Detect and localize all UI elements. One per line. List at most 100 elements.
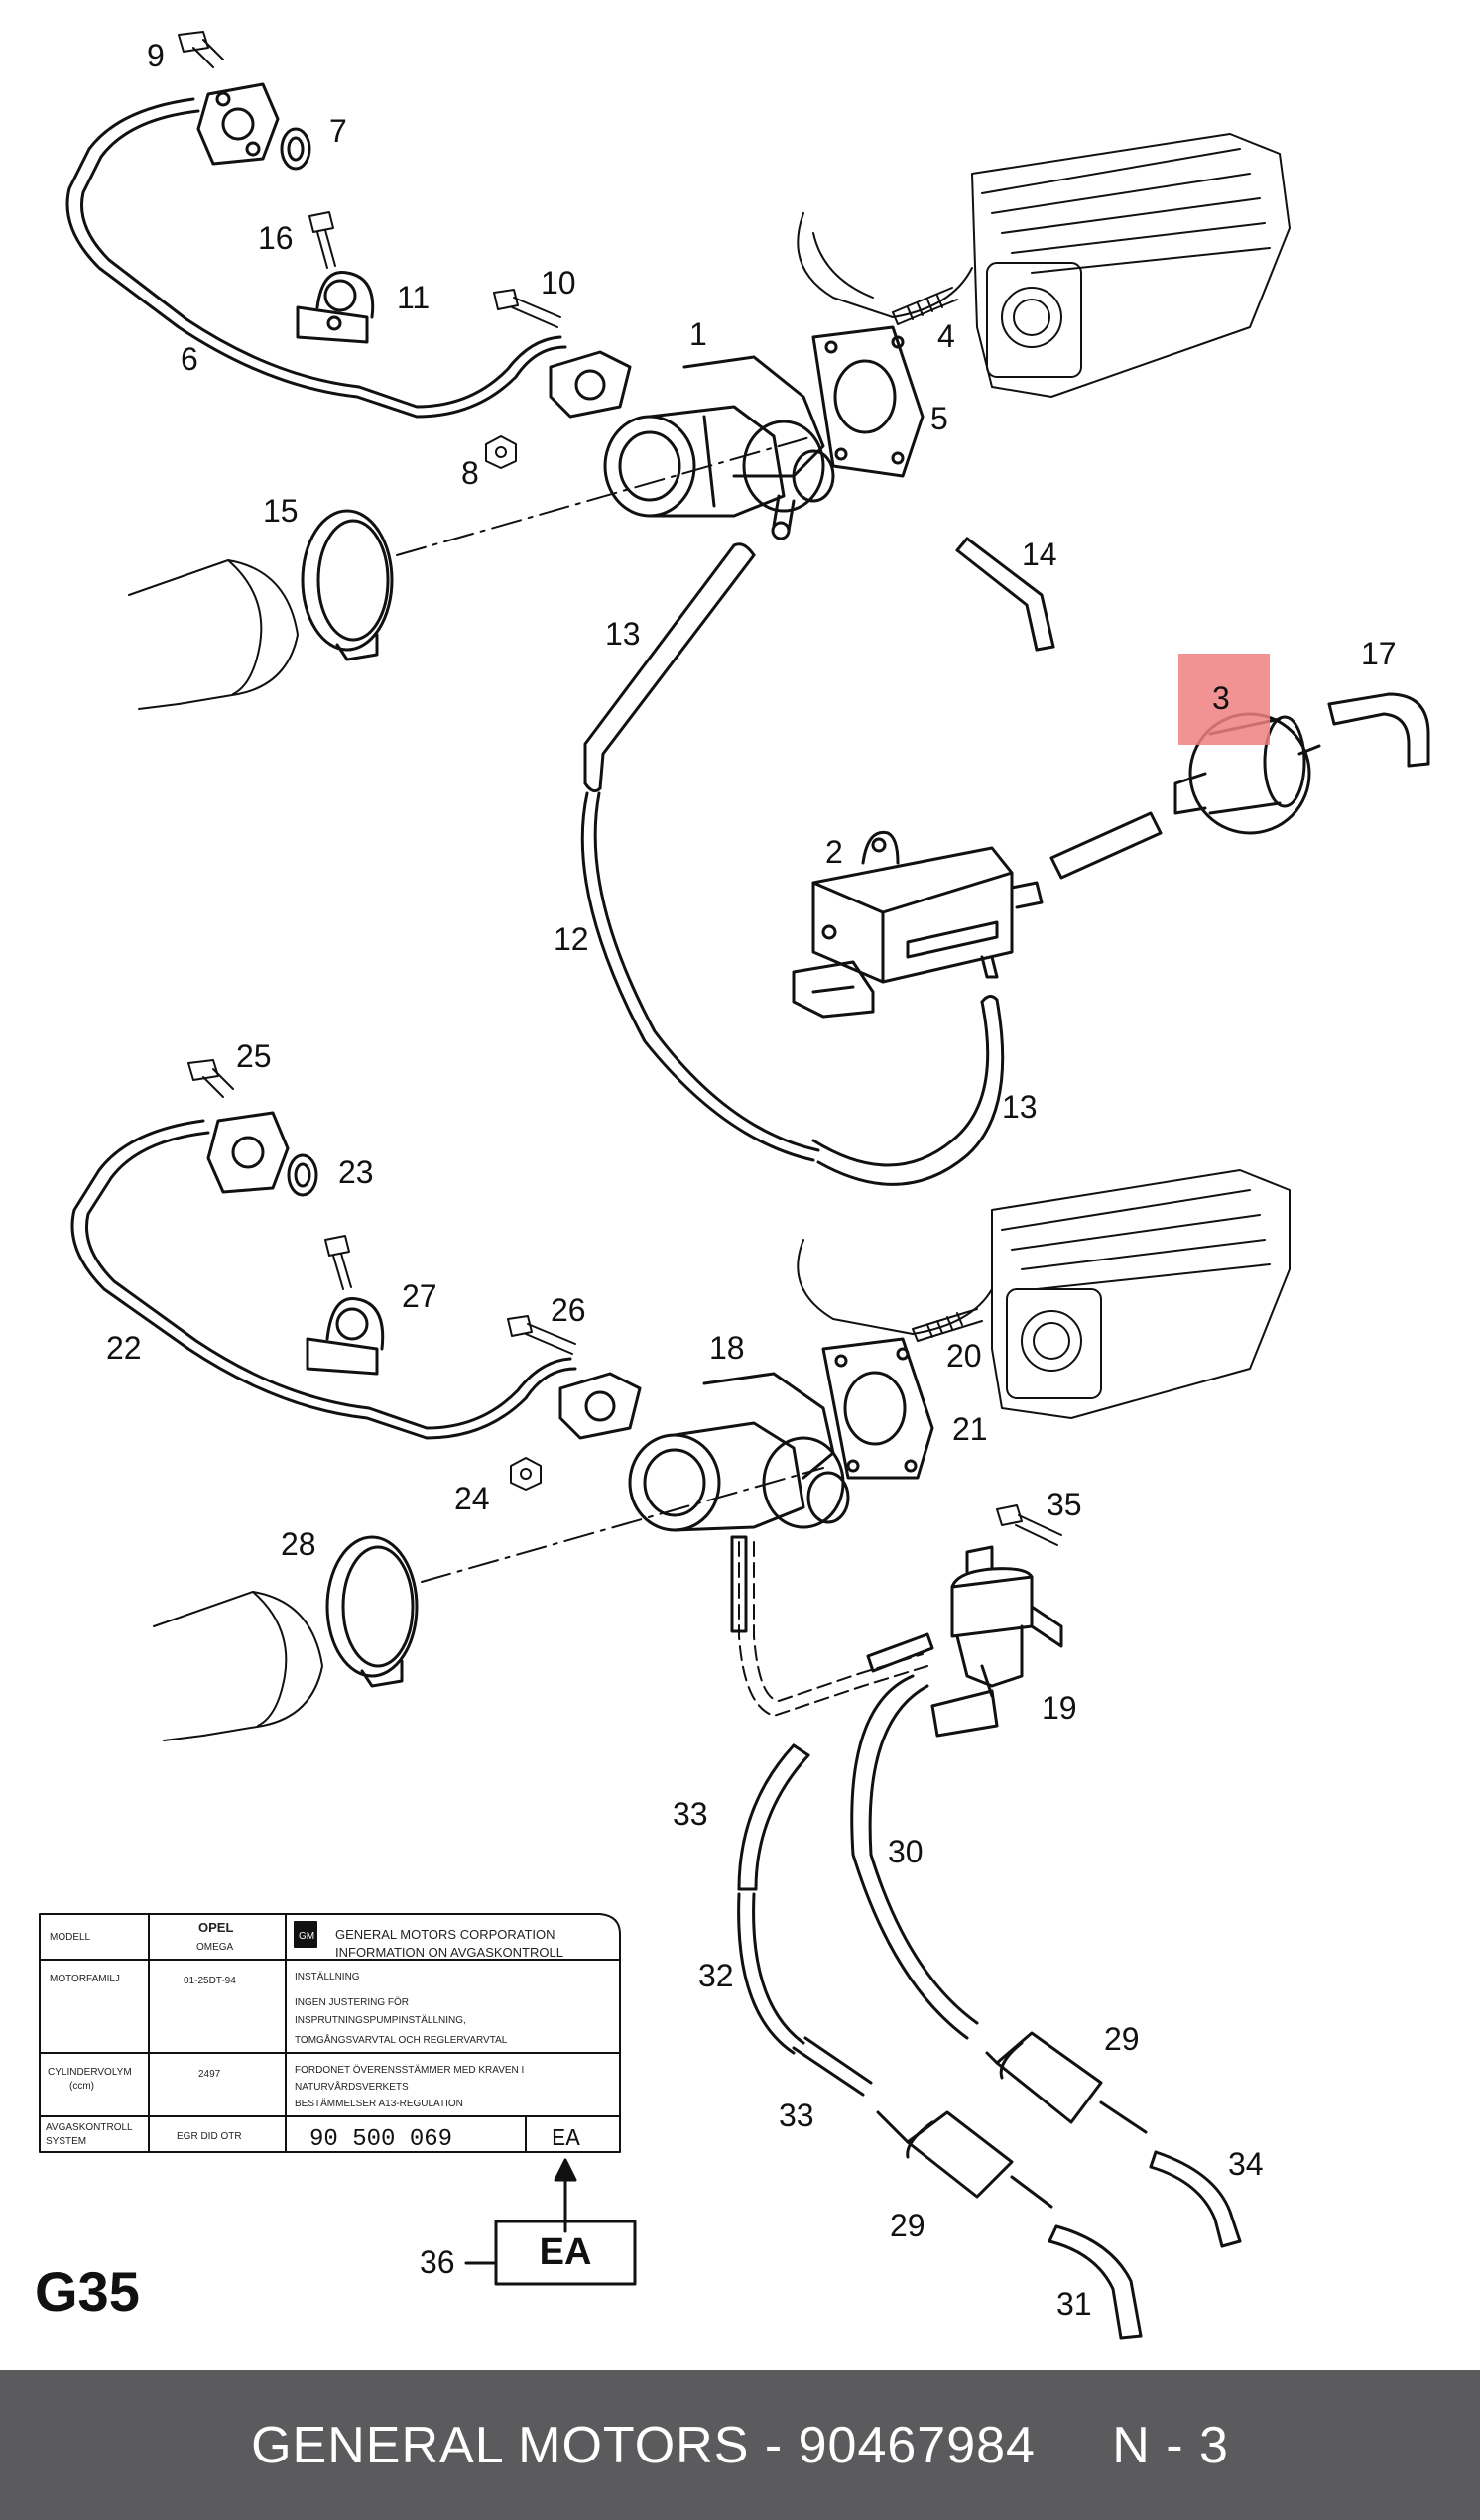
- hose-33-upper: [737, 1743, 810, 1891]
- callout-26: 26: [551, 1292, 586, 1328]
- fuel-filter-29-upper: [985, 2031, 1148, 2134]
- centerline-lower: [421, 1467, 824, 1583]
- hose-stub-upper: [730, 1535, 748, 1633]
- hose-clamp-15: [301, 509, 394, 661]
- emission-control-label: [39, 1913, 621, 2153]
- clamp-27: [306, 1297, 385, 1376]
- callout-4: 4: [937, 318, 955, 354]
- label-r3-text1: FORDONET ÖVERENSSTÄMMER MED KRAVEN I: [295, 2064, 524, 2076]
- hose-30: [850, 1674, 979, 2040]
- label-model-head: MODELL: [50, 1932, 91, 1943]
- egr-valve-1: [603, 355, 835, 540]
- hose-14: [955, 537, 1055, 652]
- callout-28: 28: [281, 1526, 316, 1562]
- callout-21: 21: [952, 1411, 988, 1447]
- gasket-5: [811, 325, 925, 478]
- callout-25: 25: [236, 1038, 272, 1074]
- callout-7: 7: [329, 113, 347, 149]
- callout-24: 24: [454, 1481, 490, 1516]
- label-sys-head1: AVGASKONTROLL: [46, 2122, 133, 2133]
- callout-12: 12: [554, 921, 589, 957]
- callout-19: 19: [1042, 1690, 1077, 1726]
- hose-17: [1327, 692, 1430, 768]
- hose-31: [1048, 2224, 1143, 2340]
- callout-1: 1: [689, 316, 707, 352]
- nut-24: [510, 1457, 542, 1491]
- callout-29-lower: 29: [890, 2208, 925, 2243]
- egr-pipe-6: [65, 97, 567, 419]
- hose-34: [1149, 2150, 1242, 2248]
- nut-8: [485, 435, 517, 469]
- label-part-number: 90 500 069: [309, 2126, 452, 2153]
- callout-33-upper: 33: [673, 1796, 708, 1832]
- callout-15: 15: [263, 493, 299, 529]
- label-opel: OPEL: [198, 1920, 233, 1935]
- callout-34: 34: [1228, 2146, 1264, 2182]
- intake-manifold-upper: [797, 133, 1291, 398]
- callout-2: 2: [825, 834, 843, 870]
- footer-bar: GENERAL MOTORS - 90467984 N - 3: [0, 2370, 1480, 2520]
- callout-3: 3: [1212, 680, 1230, 716]
- gasket-21: [821, 1337, 934, 1480]
- pipe-flange-lower: [549, 350, 632, 419]
- callout-16: 16: [258, 220, 294, 256]
- highlight-part-3: [1178, 654, 1270, 745]
- egr-pipe-22: [70, 1119, 577, 1440]
- label-r2-text3: INSPRUTNINGSPUMPINSTÄLLNING,: [295, 2014, 466, 2026]
- label-cyl-val: 2497: [198, 2069, 221, 2080]
- centerline-upper: [396, 435, 814, 556]
- clamp-11: [296, 270, 375, 344]
- callout-11: 11: [397, 280, 430, 315]
- bolt-16: [308, 211, 336, 269]
- callout-23: 23: [338, 1154, 374, 1190]
- callout-27: 27: [402, 1278, 437, 1314]
- callout-9: 9: [147, 38, 165, 73]
- exhaust-pipe-lower: [153, 1591, 323, 1741]
- label-motor-head: MOTORFAMILJ: [50, 1974, 120, 1984]
- label-r2-text4: TOMGÅNGSVARVTAL OCH REGLERVARVTAL: [295, 2033, 508, 2046]
- callout-36: 36: [420, 2244, 455, 2280]
- callout-10: 10: [541, 265, 576, 300]
- label-code: EA: [552, 2126, 580, 2153]
- pipe-flange-top: [196, 82, 280, 166]
- callout-6: 6: [181, 341, 198, 377]
- bolt-10: [493, 289, 561, 328]
- label-r2-text1: INSTÄLLNING: [295, 1971, 360, 1982]
- callout-30: 30: [888, 1834, 924, 1869]
- hose-clamp-28: [325, 1535, 419, 1688]
- dashed-hose-lower: [738, 1541, 928, 1717]
- callout-33-lower: 33: [779, 2098, 814, 2133]
- callout-numbers: 9 7 16 11 10 1 4 6 5 8 15 14 13 17 3 2 1…: [106, 38, 1397, 2322]
- stud-20: [912, 1308, 983, 1342]
- bolt-26: [507, 1315, 576, 1355]
- egr-valve-18: [628, 1372, 850, 1532]
- ea-box: [494, 2220, 637, 2286]
- callout-8: 8: [461, 455, 479, 491]
- callout-20: 20: [946, 1338, 982, 1374]
- callout-18: 18: [709, 1330, 745, 1366]
- bolt-9: [178, 31, 224, 68]
- stud-4: [892, 287, 958, 325]
- callout-35: 35: [1047, 1487, 1082, 1522]
- solenoid-valve-2: [792, 830, 1044, 1019]
- solenoid-valve-19: [930, 1545, 1063, 1738]
- label-cyl-head1: CYLINDERVOLYM: [48, 2067, 132, 2078]
- callout-14: 14: [1022, 537, 1057, 572]
- label-r3-text2: NATURVÅRDSVERKETS: [295, 2080, 409, 2093]
- pipe-32: [737, 1892, 805, 2055]
- fuel-filter-29-lower: [876, 2110, 1053, 2209]
- pipe-flange-22-lower: [558, 1372, 642, 1440]
- callout-13-upper: 13: [605, 616, 641, 652]
- label-gm-line2: INFORMATION ON AVGASKONTROLL: [335, 1945, 563, 1960]
- exhaust-pipe-upper: [128, 559, 299, 710]
- label-sys-val: EGR DID OTR: [177, 2131, 242, 2142]
- bolt-35: [996, 1504, 1062, 1546]
- label-motor-val: 01-25DT-94: [184, 1976, 236, 1986]
- page-code: G35: [35, 2260, 140, 2323]
- exploded-parts-diagram: 9 7 16 11 10 1 4 6 5 8 15 14 13 17 3 2 1…: [39, 31, 1430, 2340]
- callout-22: 22: [106, 1330, 142, 1366]
- label-gm-line1: GENERAL MOTORS CORPORATION: [335, 1927, 555, 1942]
- intake-manifold-lower: [797, 1169, 1291, 1419]
- ea-box-text: EA: [540, 2231, 592, 2273]
